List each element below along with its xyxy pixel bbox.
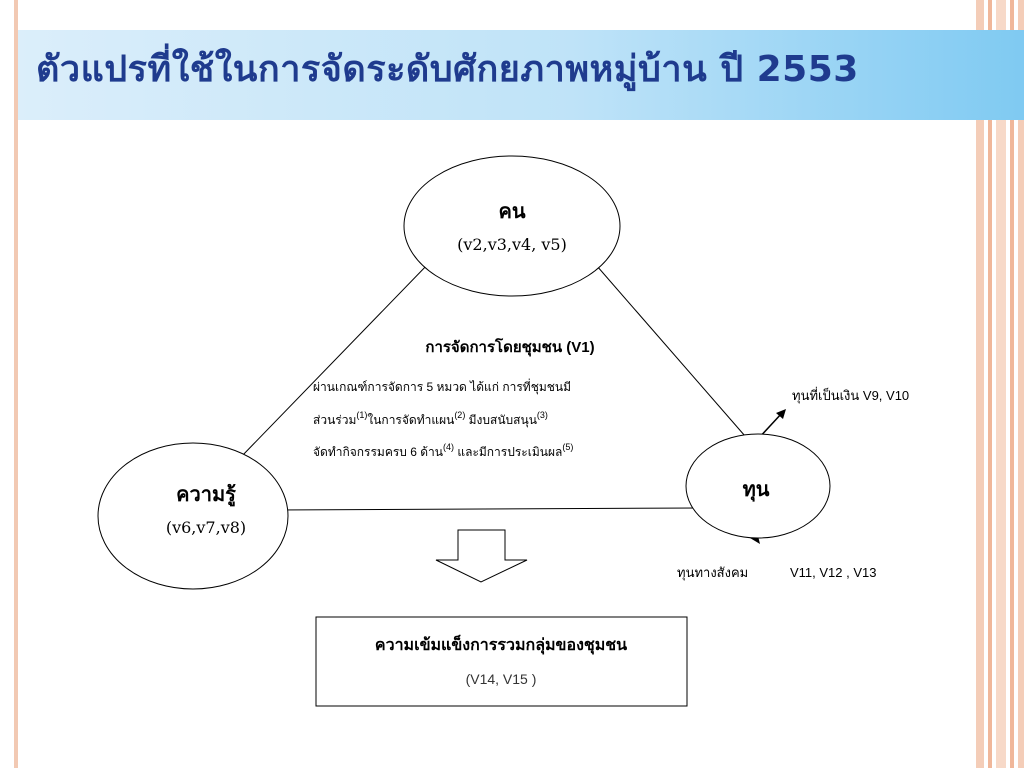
center-heading: การจัดการโดยชุมชน (V1): [425, 337, 594, 357]
hollow-down-arrow: [435, 529, 528, 583]
slide-title: ตัวแปรที่ใช้ในการจัดระดับศักยภาพหมู่บ้าน…: [36, 49, 859, 90]
edge-people-capital: [589, 257, 746, 437]
edge-knowledge-capital: [274, 507, 701, 511]
edge-people-knowledge: [239, 261, 431, 459]
node-capital-ellipse: [685, 433, 831, 539]
center-line-2: ส่วนร่วม(1)ในการจัดทำแผน(2) มีงบสนับสนุน…: [313, 410, 548, 428]
right-decorative-stripes: [972, 0, 1024, 768]
center-line-1: ผ่านเกณฑ์การจัดการ 5 หมวด ได้แก่ การที่ช…: [313, 378, 571, 395]
left-decorative-rule: [14, 0, 18, 768]
node-people-label: คน: [498, 199, 525, 223]
node-knowledge-label: ความรู้: [176, 482, 236, 508]
result-vars: (V14, V15 ): [466, 671, 537, 687]
node-people-ellipse: [403, 155, 621, 297]
result-title: ความเข้มแข็งการรวมกลุ่มของชุมชน: [375, 633, 627, 655]
title-bar: [18, 30, 1024, 120]
monetary-capital-label: ทุนที่เป็นเงิน V9, V10: [792, 386, 909, 404]
social-capital-vars: V11, V12 , V13: [790, 565, 877, 580]
node-knowledge-vars: (v6,v7,v8): [166, 518, 246, 537]
center-line-3: จัดทำกิจกรรมครบ 6 ด้าน(4) และมีการประเมิ…: [313, 442, 573, 459]
node-capital-label: ทุน: [743, 477, 770, 502]
node-knowledge-ellipse: [97, 442, 289, 590]
arrowhead-monetary: [776, 409, 786, 419]
social-capital-label: ทุนทางสังคม: [677, 565, 748, 581]
result-box: [315, 616, 688, 707]
node-people-vars: (v2,v3,v4, v5): [457, 235, 567, 254]
